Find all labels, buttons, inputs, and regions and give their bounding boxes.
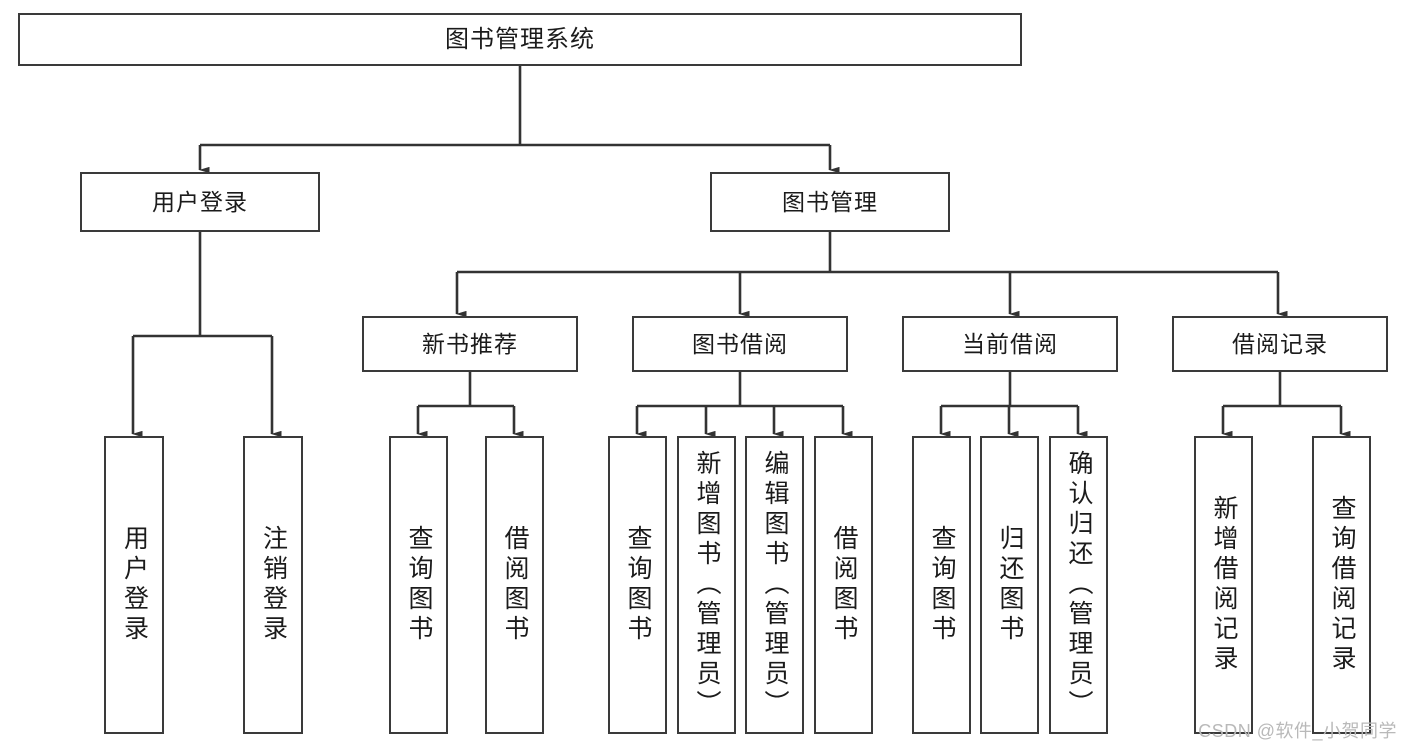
- leaf-record-add-borrow-record[interactable]: 新增借阅记录: [1194, 436, 1253, 734]
- node-user-login[interactable]: 用户登录: [80, 172, 320, 232]
- node-label: 查询图书: [624, 525, 652, 645]
- leaf-borrow-add-book-admin[interactable]: 新增图书（管理员）: [677, 436, 736, 734]
- node-label: 注销登录: [259, 525, 288, 645]
- leaf-user-logout[interactable]: 注销登录: [243, 436, 303, 734]
- node-label: 新增借阅记录: [1210, 495, 1238, 675]
- node-book-borrow[interactable]: 图书借阅: [632, 316, 848, 372]
- node-label: 图书借阅: [692, 330, 788, 357]
- leaf-recommend-borrow-book[interactable]: 借阅图书: [485, 436, 544, 734]
- node-label: 编辑图书（管理员）: [761, 450, 789, 720]
- node-label: 新书推荐: [422, 330, 518, 357]
- leaf-current-return-book[interactable]: 归还图书: [980, 436, 1039, 734]
- node-label: 用户登录: [152, 188, 248, 215]
- node-label: 图书管理: [782, 188, 878, 215]
- node-label: 借阅图书: [501, 525, 529, 645]
- node-label: 查询图书: [928, 525, 956, 645]
- node-label: 借阅记录: [1232, 330, 1328, 357]
- node-label: 查询图书: [405, 525, 433, 645]
- leaf-current-confirm-return-admin[interactable]: 确认归还（管理员）: [1049, 436, 1108, 734]
- node-label: 新增图书（管理员）: [693, 450, 721, 720]
- leaf-borrow-borrow-book[interactable]: 借阅图书: [814, 436, 873, 734]
- node-new-book-recommend[interactable]: 新书推荐: [362, 316, 578, 372]
- node-label: 确认归还（管理员）: [1065, 450, 1093, 720]
- node-borrow-record[interactable]: 借阅记录: [1172, 316, 1388, 372]
- leaf-borrow-edit-book-admin[interactable]: 编辑图书（管理员）: [745, 436, 804, 734]
- node-root-system[interactable]: 图书管理系统: [18, 13, 1022, 66]
- leaf-recommend-query-book[interactable]: 查询图书: [389, 436, 448, 734]
- leaf-current-query-book[interactable]: 查询图书: [912, 436, 971, 734]
- leaf-borrow-query-book[interactable]: 查询图书: [608, 436, 667, 734]
- leaf-user-login[interactable]: 用户登录: [104, 436, 164, 734]
- node-book-management[interactable]: 图书管理: [710, 172, 950, 232]
- node-label: 用户登录: [120, 525, 149, 645]
- node-label: 图书管理系统: [445, 25, 595, 53]
- node-label: 查询借阅记录: [1328, 495, 1356, 675]
- leaf-record-query-borrow-record[interactable]: 查询借阅记录: [1312, 436, 1371, 734]
- node-label: 当前借阅: [962, 330, 1058, 357]
- node-label: 借阅图书: [830, 525, 858, 645]
- node-label: 归还图书: [996, 525, 1024, 645]
- node-current-borrow[interactable]: 当前借阅: [902, 316, 1118, 372]
